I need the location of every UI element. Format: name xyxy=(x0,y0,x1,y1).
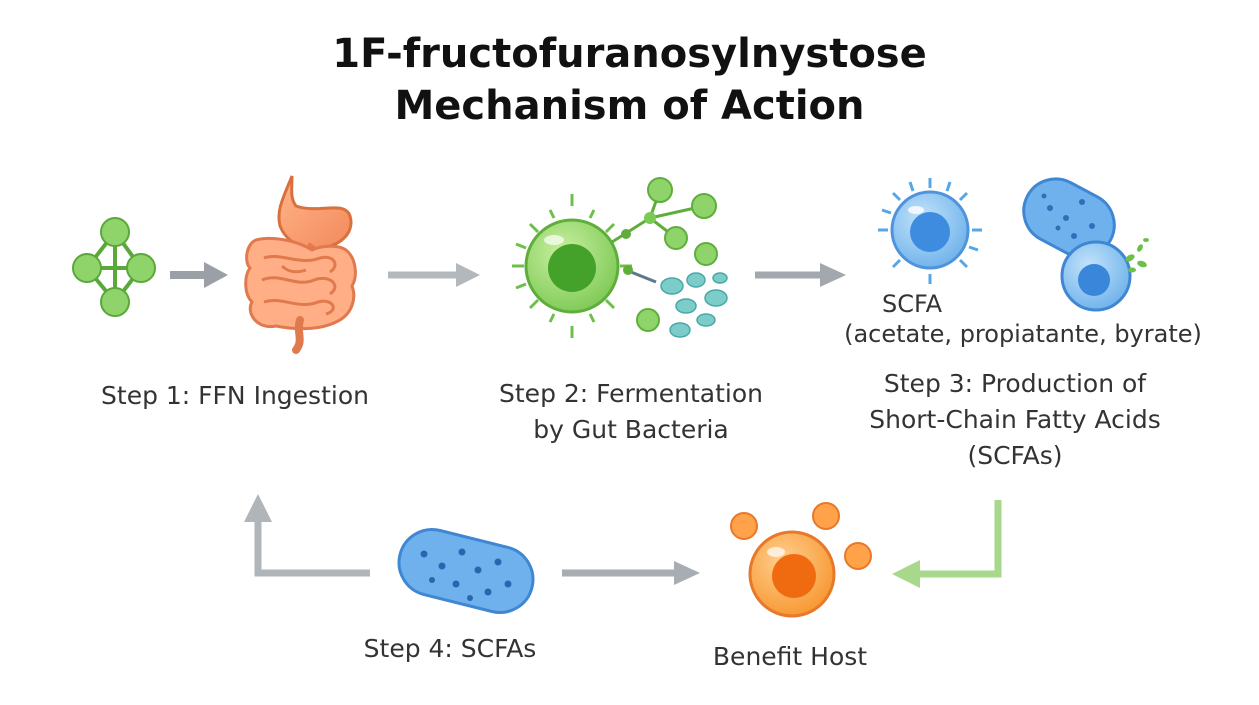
step2-label: Step 2: Fermentation by Gut Bacteria xyxy=(499,379,763,444)
title-line-2: Mechanism of Action xyxy=(394,83,865,129)
step1-label: Step 1: FFN Ingestion xyxy=(101,381,369,410)
scfa-bacterium-icon xyxy=(397,528,535,614)
arrow-step4-to-benefit xyxy=(562,561,700,585)
scfa-bacteria-icon xyxy=(1022,177,1149,312)
benefit-host-label: Benefit Host xyxy=(712,642,868,671)
gut-bacterium-icon xyxy=(512,177,728,338)
arrow-digestive-to-step2 xyxy=(388,263,480,287)
title-line-1: 1F-fructofuranosylnystose xyxy=(332,31,927,77)
arrow-step1-to-digestive xyxy=(170,262,228,288)
scfa-cell-icon xyxy=(878,178,982,284)
step3-label: Step 3: Production of Short-Chain Fatty … xyxy=(869,369,1161,470)
host-cell-icon xyxy=(730,502,872,618)
arrow-step2-to-step3 xyxy=(755,263,846,287)
arrow-step4-to-step1 xyxy=(244,494,370,577)
step4-label: Step 4: SCFAs xyxy=(363,634,537,663)
page-title: 1F-fructofuranosylnystose Mechanism of A… xyxy=(0,28,1259,132)
digestive-system-icon xyxy=(244,175,357,354)
arrow-step3-to-benefit xyxy=(892,500,1002,588)
scfa-list: (acetate, propiatante, byrate) xyxy=(844,320,1202,348)
ffn-molecule-icon xyxy=(72,217,156,317)
scfa-title: SCFA xyxy=(881,290,942,318)
